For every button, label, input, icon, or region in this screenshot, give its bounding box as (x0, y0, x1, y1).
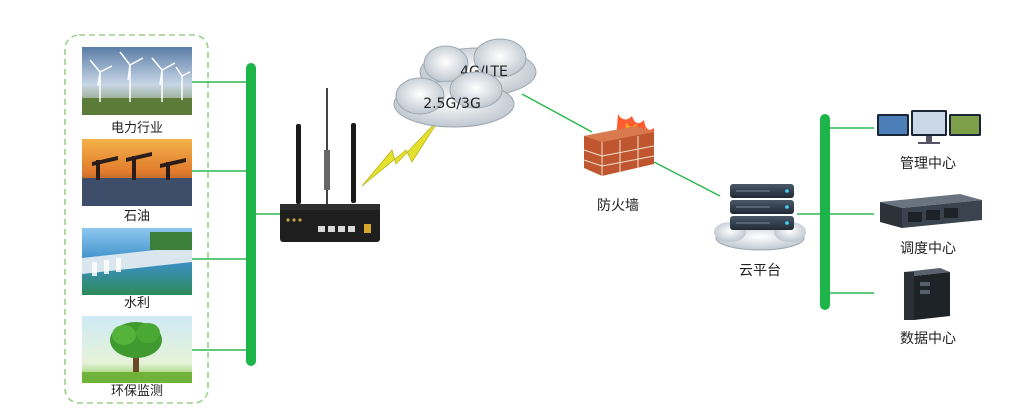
antenna-icon (296, 88, 356, 205)
network-links (521, 93, 820, 215)
center-connectors (830, 127, 874, 294)
tower-server-icon (904, 268, 950, 320)
center-dispatch: 调度中心 (880, 194, 982, 257)
server-stack-icon (714, 184, 806, 251)
center-data: 数据中心 (900, 268, 956, 347)
monitors-icon (877, 110, 981, 144)
firewall: 防火墙 (583, 114, 655, 214)
industry-label: 水利 (124, 296, 150, 311)
industry-label: 环保监测 (111, 384, 163, 399)
cloud-platform: 云平台 (714, 184, 806, 279)
industry-label: 电力行业 (111, 121, 163, 136)
industry-label: 石油 (124, 209, 150, 224)
wireless-signal-icon (361, 117, 441, 187)
industry-oil: 石油 (82, 139, 192, 224)
center-label: 调度中心 (900, 241, 956, 257)
oil-refinery-icon (82, 139, 192, 206)
center-management: 管理中心 (877, 110, 981, 172)
wind-turbines-icon (82, 47, 192, 115)
industry-environment: 环保监测 (82, 316, 192, 399)
center-label: 管理中心 (900, 156, 956, 172)
cloud-platform-label: 云平台 (739, 263, 781, 279)
right-bus (820, 114, 830, 310)
router (280, 88, 380, 242)
left-bus (246, 63, 256, 366)
dam-icon (82, 228, 192, 295)
industry-power: 电力行业 (82, 47, 192, 136)
tree-icon (82, 316, 192, 383)
industry-water: 水利 (82, 228, 192, 311)
firewall-label: 防火墙 (597, 198, 639, 214)
firewall-icon (583, 114, 655, 176)
rack-server-icon (880, 194, 982, 228)
industries-panel (64, 34, 209, 404)
industry-connectors (192, 81, 282, 351)
cloud-icon (393, 71, 515, 128)
cellular-cloud: 4G/LTE 2.5G/3G (393, 38, 537, 128)
cloud-label-secondary: 2.5G/3G (423, 96, 481, 112)
center-label: 数据中心 (900, 331, 956, 347)
